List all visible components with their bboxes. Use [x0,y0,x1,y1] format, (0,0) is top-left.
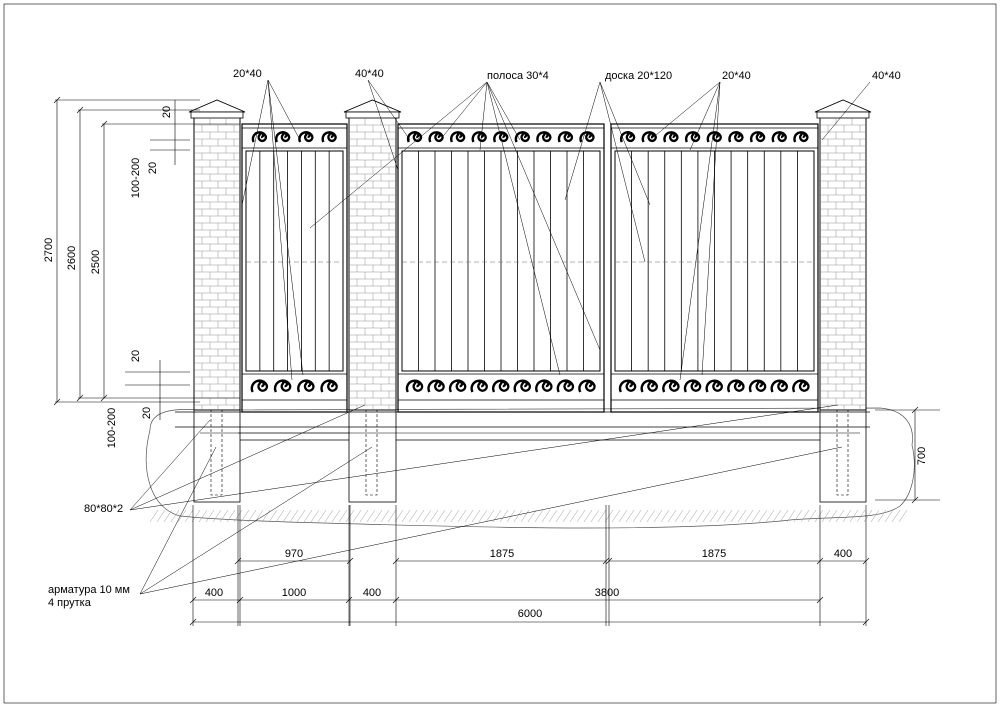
dim-400-mid: 400 [363,587,381,599]
label-board: доска 20*120 [605,70,672,82]
dim-gap-top-a: 20 [161,106,173,118]
label-gate-top: 20*40 [722,70,751,82]
fence-panels [241,123,819,413]
label-post-top-mid: 40*40 [355,68,384,80]
dim-2700: 2700 [43,238,55,262]
soil-area [145,407,915,529]
dim-1875-a: 1875 [490,548,514,560]
panel-gate-left [397,123,605,413]
panel-gate-right [610,123,819,413]
label-post-cap-left: 20*40 [233,68,262,80]
label-post-top-right: 40*40 [872,70,901,82]
dim-400-right: 400 [834,548,852,560]
panel-wicket [241,123,348,413]
dim-gap-top-b: 20 [147,162,159,174]
dim-1875-b: 1875 [702,548,726,560]
soil-hatching [149,509,908,523]
dim-gap-top-range: 100-200 [130,158,142,198]
label-pipe: 80*80*2 [84,503,123,515]
dim-gap-bot-b: 20 [141,407,153,419]
brick-post-left [188,99,246,411]
dim-1000: 1000 [282,587,306,599]
dim-400-left: 400 [205,587,223,599]
label-strip: полоса 30*4 [487,70,549,82]
dim-6000: 6000 [518,608,542,620]
brick-post-right [814,99,872,411]
dim-gap-bot-range: 100-200 [106,408,118,448]
dim-970: 970 [285,548,303,560]
leader-lines [129,79,871,595]
brick-posts [188,99,872,411]
sheet-border [3,3,997,704]
dim-2500: 2500 [90,250,102,274]
brick-post-middle [343,99,402,411]
dim-3800: 3800 [595,587,619,599]
dimension-lines [53,96,940,626]
dim-gap-bot-a: 20 [130,350,142,362]
label-rebar-2: 4 прутка [48,597,92,609]
dim-foundation: 700 [916,447,928,465]
strip-footing [175,399,870,503]
dim-2600: 2600 [66,246,78,270]
label-rebar-1: арматура 10 мм [48,584,130,596]
